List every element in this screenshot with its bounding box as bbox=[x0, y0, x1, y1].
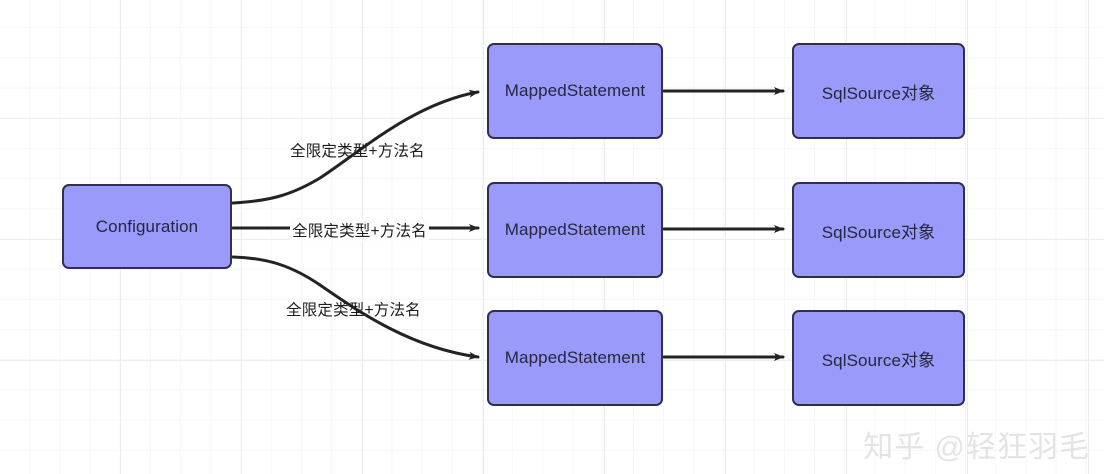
node-sql-source-2[interactable]: SqlSource对象 bbox=[792, 182, 965, 278]
node-mapped-statement-1[interactable]: MappedStatement bbox=[487, 43, 663, 139]
node-sql-source-3-label: SqlSource对象 bbox=[821, 350, 936, 370]
node-mapped-statement-3-label: MappedStatement bbox=[504, 348, 646, 367]
node-configuration-label: Configuration bbox=[95, 216, 199, 236]
edge-label-bottom: 全限定类型+方法名 bbox=[286, 302, 421, 319]
node-sql-source-1-label: SqlSource对象 bbox=[821, 83, 936, 103]
node-mapped-statement-3[interactable]: MappedStatement bbox=[487, 310, 663, 406]
node-sql-source-1[interactable]: SqlSource对象 bbox=[792, 43, 965, 139]
watermark: 知乎 @轻狂羽毛 bbox=[863, 431, 1090, 464]
node-sql-source-3[interactable]: SqlSource对象 bbox=[792, 310, 965, 406]
edge-config-ms3 bbox=[231, 255, 480, 360]
node-sql-source-2-label: SqlSource对象 bbox=[821, 222, 936, 242]
node-mapped-statement-1-label: MappedStatement bbox=[504, 81, 646, 100]
node-mapped-statement-2[interactable]: MappedStatement bbox=[487, 182, 663, 278]
edge-config-ms1 bbox=[231, 89, 480, 205]
node-mapped-statement-2-label: MappedStatement bbox=[504, 220, 646, 239]
edge-label-middle: 全限定类型+方法名 bbox=[290, 219, 429, 241]
node-configuration[interactable]: Configuration bbox=[62, 184, 232, 269]
edge-label-top: 全限定类型+方法名 bbox=[290, 143, 425, 160]
